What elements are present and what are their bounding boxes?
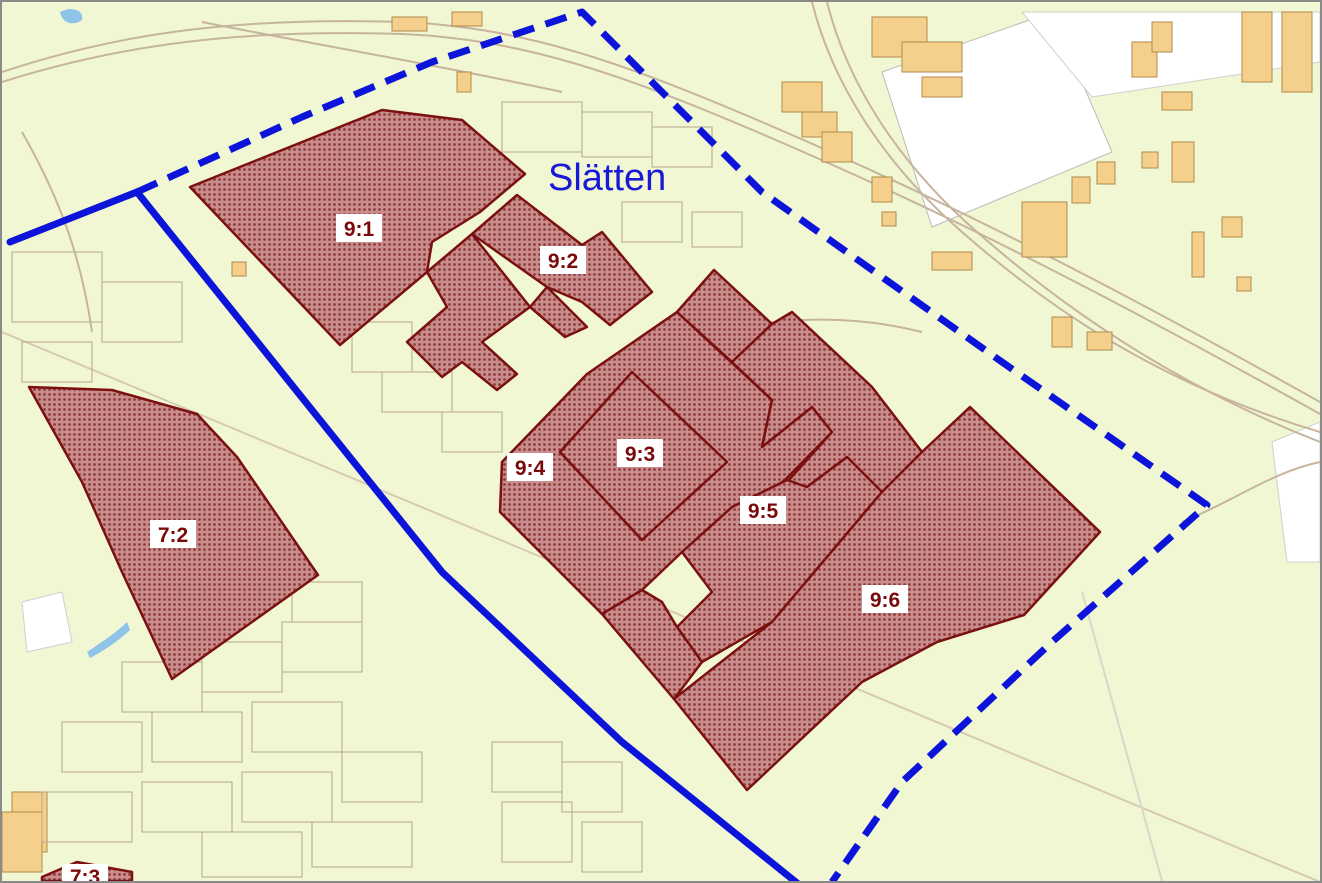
svg-text:9:3: 9:3 [625,443,655,466]
boundary-dashed [135,8,1211,881]
zone-9-2-east[interactable] [528,285,589,339]
buildings [2,11,1313,873]
zone-label-7-3: 7:3 [62,864,108,881]
zone-label-9-6: 9:6 [862,585,908,613]
place-label: Slätten [548,157,666,199]
zone-labels: 9:1 9:2 9:3 9:4 9:5 9:6 7:2 7:3 [62,214,908,881]
svg-text:9:4: 9:4 [515,457,546,480]
zone-label-9-2: 9:2 [540,246,586,274]
svg-text:9:5: 9:5 [748,500,779,523]
zone-label-9-1: 9:1 [336,214,382,242]
zone-label-9-4: 9:4 [507,453,553,481]
residential-plots [11,101,743,878]
svg-text:9:6: 9:6 [870,589,900,612]
zone-label-9-3: 9:3 [617,439,663,467]
water-body [87,622,130,658]
svg-text:9:2: 9:2 [548,250,578,273]
boundary-solid [6,187,801,881]
water-body [60,9,83,24]
zone-label-7-2: 7:2 [150,520,196,548]
svg-text:9:1: 9:1 [344,218,375,241]
zone-9-1-annex[interactable] [405,232,532,392]
svg-text:7:3: 7:3 [70,866,100,881]
zone-label-9-5: 9:5 [740,496,786,524]
svg-text:7:2: 7:2 [158,524,188,547]
